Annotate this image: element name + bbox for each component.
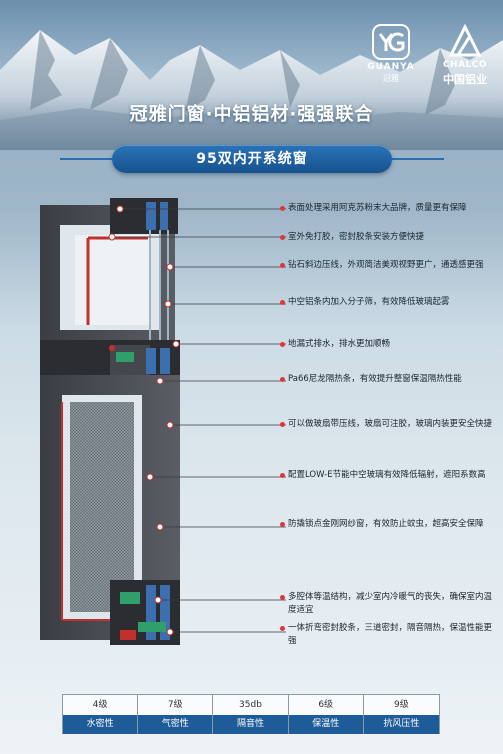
bullet-icon	[280, 263, 285, 268]
feature-annotation: 中空铝条内加入分子筛，有效降低玻璃起雾	[280, 296, 498, 309]
product-title-banner: 95双内开系统窗	[112, 145, 392, 173]
feature-annotation: 表面处理采用阿克苏粉末大品牌，质量更有保障	[280, 202, 498, 215]
spec-label: 抗风压性	[363, 715, 439, 734]
feature-annotation: 多腔体等温结构，减少室内冷暖气的丧失，确保室内温度适宜	[280, 591, 498, 617]
snow-mountains-image	[0, 30, 503, 150]
spec-cell-sound-insulation: 35db 隔音性	[213, 695, 289, 734]
feature-text: Pa66尼龙隔热条，有效提升整窗保温隔热性能	[288, 374, 462, 384]
guanya-logo: GUANYA 冠雅	[362, 24, 420, 84]
spec-value: 7级	[138, 695, 213, 715]
chalco-chinese-name: 中国铝业	[443, 73, 487, 86]
spec-label: 保温性	[288, 715, 363, 734]
spec-label: 水密性	[63, 715, 138, 734]
spec-value: 4级	[63, 695, 138, 715]
feature-annotation: 一体折弯密封胶条，三道密封，隔音隔热，保温性能更强	[280, 622, 498, 648]
headline: 冠雅门窗·中铝铝材·强强联合	[129, 104, 374, 125]
performance-spec-table: 4级 水密性 7级 气密性 35db 隔音性 6级 保温性 9级 抗风压性	[62, 694, 440, 734]
chalco-wordmark: CHALCO	[442, 60, 488, 70]
spec-value: 9级	[363, 695, 439, 715]
window-section-illustration	[40, 198, 286, 645]
feature-annotation: 室外免打胶，密封胶条安装方便快捷	[280, 231, 498, 244]
feature-text: 可以做玻扇带压线，玻扇可注胶，玻璃内装更安全快捷	[288, 419, 493, 429]
bullet-icon	[280, 235, 285, 240]
security-mesh-screen	[70, 402, 134, 612]
bullet-icon	[280, 595, 285, 600]
feature-annotation: Pa66尼龙隔热条，有效提升整窗保温隔热性能	[280, 373, 498, 386]
feature-text: 中空铝条内加入分子筛，有效降低玻璃起雾	[288, 297, 450, 307]
feature-text: 配置LOW-E节能中空玻璃有效降低辐射，遮阳系数高	[288, 470, 486, 480]
banner-rule-left	[60, 158, 112, 160]
bullet-icon	[280, 377, 285, 382]
feature-text: 防撬锁点金刚网纱窗，有效防止蚊虫，超高安全保障	[288, 519, 484, 529]
feature-text: 地漏式排水，排水更加顺畅	[288, 339, 391, 349]
spec-label: 隔音性	[213, 715, 288, 734]
feature-text: 室外免打胶，密封胶条安装方便快捷	[288, 232, 425, 242]
spec-label: 气密性	[138, 715, 213, 734]
feature-text: 一体折弯密封胶条，三道密封，隔音隔热，保温性能更强	[288, 623, 493, 646]
spec-cell-airtightness: 7级 气密性	[138, 695, 214, 734]
guanya-chinese-name: 冠雅	[383, 74, 399, 83]
chalco-logo: CHALCO 中国铝业	[434, 24, 496, 86]
bullet-icon	[280, 626, 285, 631]
bullet-icon	[280, 206, 285, 211]
guanya-logo-mark-icon	[372, 24, 410, 60]
spec-cell-wind-resistance: 9级 抗风压性	[363, 695, 439, 734]
spec-value: 6级	[288, 695, 363, 715]
feature-annotation: 钻石斜边压线，外观简洁美观视野更广，通透感更强	[280, 259, 498, 272]
feature-annotation: 可以做玻扇带压线，玻扇可注胶，玻璃内装更安全快捷	[280, 418, 498, 431]
leader-markers	[108, 205, 180, 636]
feature-text: 钻石斜边压线，外观简洁美观视野更广，通透感更强	[288, 260, 484, 270]
spec-cell-thermal-insulation: 6级 保温性	[288, 695, 364, 734]
feature-text: 表面处理采用阿克苏粉末大品牌，质量更有保障	[288, 203, 467, 213]
spec-value: 35db	[213, 695, 288, 715]
feature-text: 多腔体等温结构，减少室内冷暖气的丧失，确保室内温度适宜	[288, 592, 493, 615]
leader-lines	[112, 208, 286, 633]
spec-cell-watertightness: 4级 水密性	[63, 695, 139, 734]
banner-rule-right	[392, 158, 444, 160]
guanya-wordmark: GUANYA	[367, 62, 415, 72]
bullet-icon	[280, 522, 285, 527]
bullet-icon	[280, 422, 285, 427]
seal-green	[116, 352, 134, 362]
bullet-icon	[280, 300, 285, 305]
bullet-icon	[280, 473, 285, 478]
feature-annotation: 地漏式排水，排水更加顺畅	[280, 338, 498, 351]
bullet-icon	[280, 342, 285, 347]
feature-annotation: 防撬锁点金刚网纱窗，有效防止蚊虫，超高安全保障	[280, 518, 498, 531]
feature-annotation: 配置LOW-E节能中空玻璃有效降低辐射，遮阳系数高	[280, 469, 498, 482]
chalco-logo-mark-icon	[448, 24, 482, 57]
